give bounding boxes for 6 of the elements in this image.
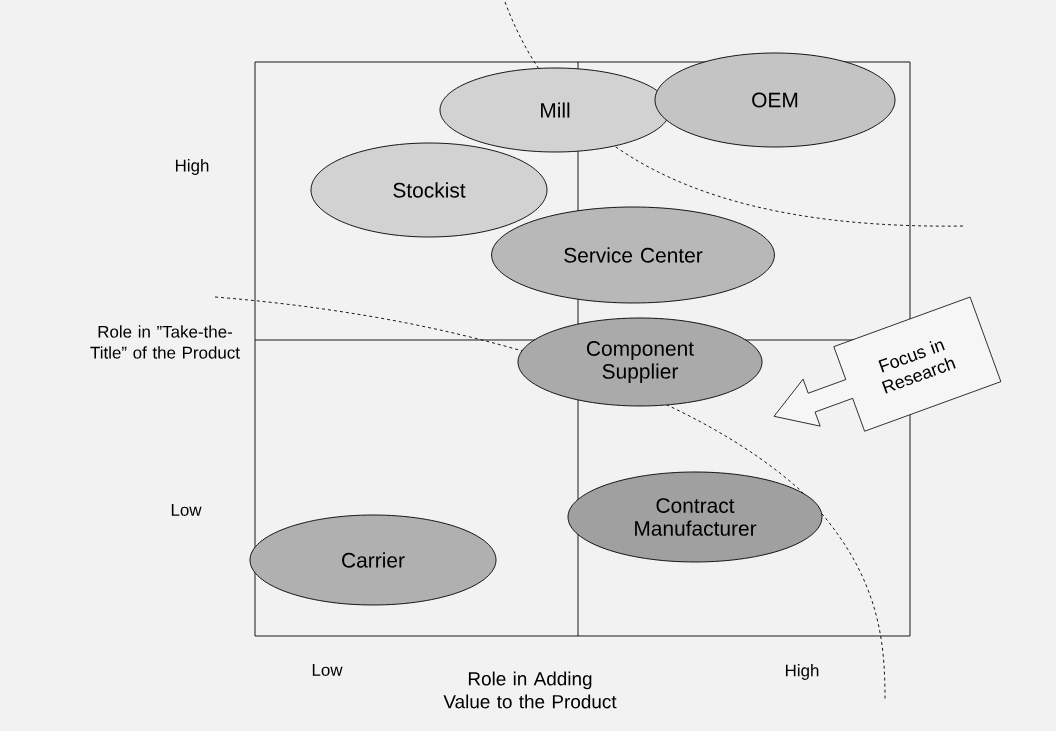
- axis-label: High: [176, 159, 209, 175]
- axis-label: Low: [312, 664, 343, 676]
- axis-label: High: [786, 664, 819, 680]
- axis-label: Low: [171, 504, 202, 516]
- axis-label: Role in Adding Value to the Product: [443, 671, 617, 709]
- axis-label: Role in ”Take-the-Title” of the Product: [90, 325, 240, 359]
